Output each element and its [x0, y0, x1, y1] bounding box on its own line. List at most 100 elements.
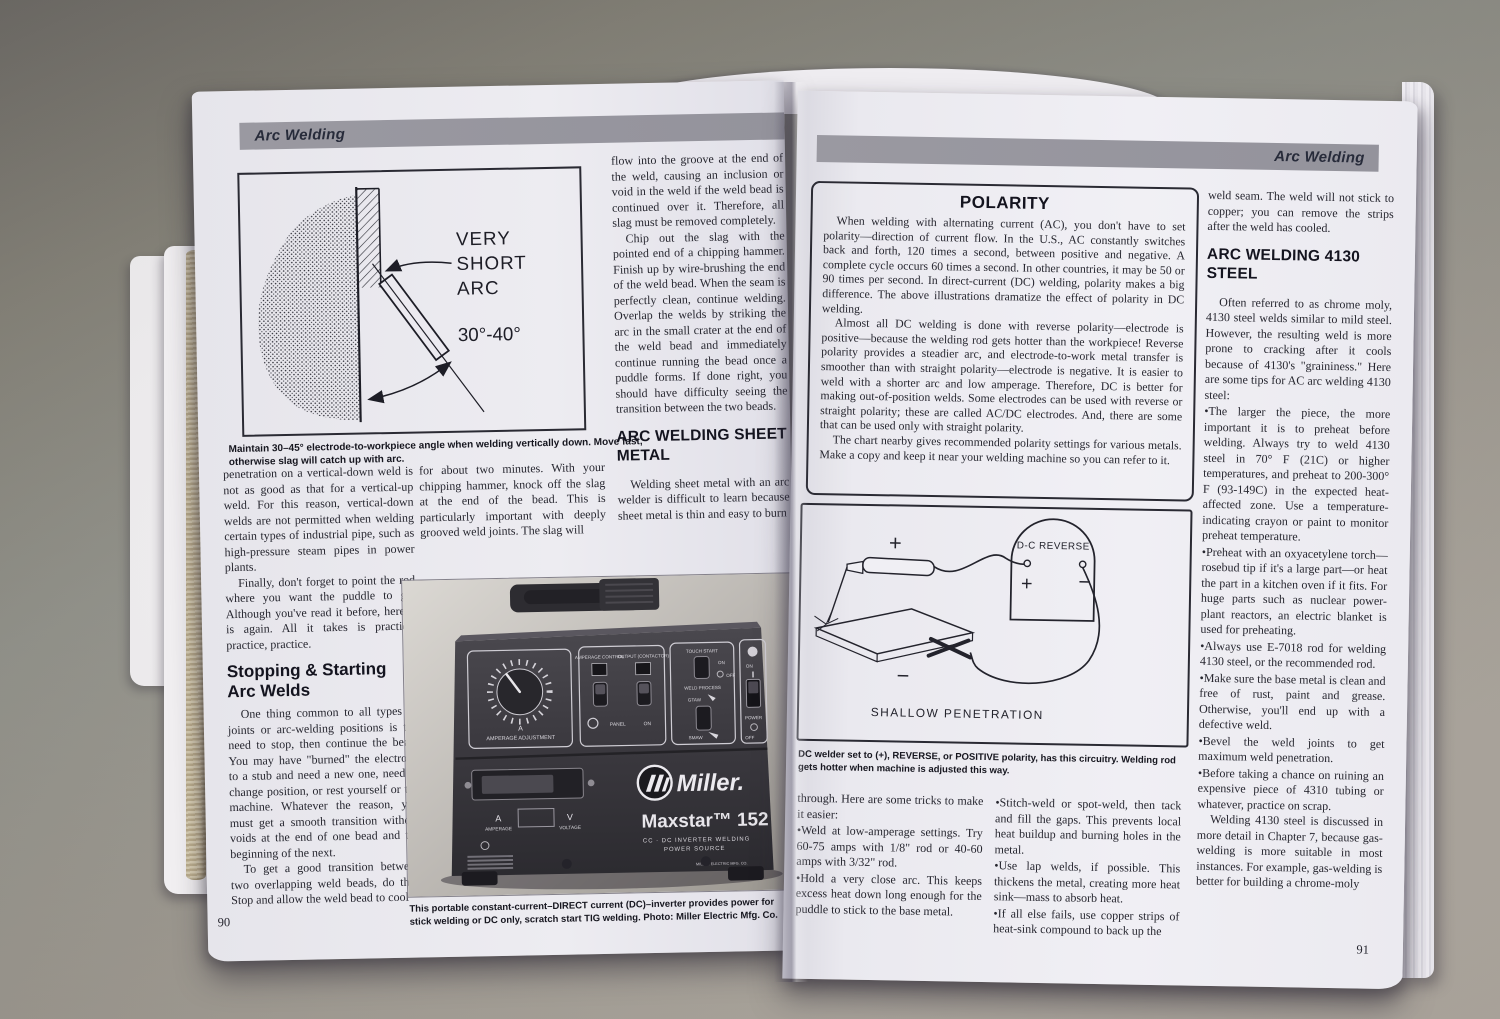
process-panel [669, 641, 736, 746]
angle-arc [367, 361, 452, 404]
power-label: POWER [745, 715, 763, 720]
workpiece-plate [813, 608, 976, 655]
top-vent [599, 577, 660, 611]
bullet-item: •Hold a very close arc. This keeps exces… [795, 870, 983, 918]
bullet-item: •Weld at low-amperage settings. Try 60-7… [796, 822, 983, 870]
rocker-top [595, 684, 606, 695]
arc-label-line3: ARC [457, 277, 500, 299]
vertical-down-welding-figure: VERY SHORT ARC 30°-40° [237, 166, 587, 437]
power-indicator [750, 723, 758, 731]
page-number: 91 [1356, 942, 1370, 957]
dc-reverse-circuit-figure: D-C REVERSE + − + − [796, 502, 1193, 748]
on-label: ON [718, 660, 725, 665]
machine-foot [461, 871, 498, 886]
control-icon [591, 662, 608, 676]
output-receptacle-icon [480, 841, 490, 851]
display-window [481, 774, 554, 794]
paragraph: When welding with alternating current (A… [821, 213, 1186, 316]
paragraph: Almost all DC welding is done with rever… [819, 315, 1184, 435]
weld-process-label: WELD PROCESS [684, 685, 721, 691]
paragraph: Chip out the slag with the pointed end o… [612, 227, 788, 416]
screw [464, 781, 472, 789]
paragraph: for about two minutes. With your chippin… [418, 459, 607, 540]
arc-label-line2: SHORT [456, 252, 527, 274]
paragraph: weld seam. The weld will not stick to co… [1207, 187, 1395, 235]
page-number: 90 [217, 915, 231, 930]
bullet-item: •If all else fails, use copper strips of… [993, 905, 1180, 939]
left-page: Arc Welding [191, 80, 801, 962]
machine-foot [727, 866, 764, 881]
tig-torch-icon [707, 694, 716, 702]
model-sub2: POWER SOURCE [664, 846, 726, 853]
amperage-meter-label: AMPERAGE [485, 826, 512, 833]
handle-grip [523, 588, 612, 605]
angle-label: 30°-40° [458, 323, 521, 345]
figure-caption: DC welder set to (+), REVERSE, or POSITI… [797, 748, 1176, 776]
amperage-adjustment-label: AMPERAGE ADJUSTMENT [486, 735, 556, 742]
stick-electrode-icon [708, 731, 719, 739]
right-column-1: through. Here are some tricks to make it… [795, 791, 983, 920]
paragraph: Often referred to as chrome moly, 4130 s… [1204, 294, 1393, 402]
right-column-3: weld seam. The weld will not stick to co… [1196, 188, 1394, 893]
manufacturer-line: MILLER ELECTRIC MFG. CO. [696, 861, 748, 866]
welder-machine-outline [1009, 518, 1096, 622]
amperage-panel [466, 648, 574, 749]
miller-logo-slashes [645, 774, 671, 792]
panel-dial-icon [587, 717, 599, 729]
bullet-item: •Stitch-weld or spot-weld, then tack and… [994, 795, 1182, 857]
screw [587, 779, 595, 787]
section-heading-arc-welding-sheet-metal: ARC WELDING SHEET METAL [616, 424, 788, 465]
ground-clamp [926, 636, 973, 660]
machine-top-edge [455, 621, 762, 642]
welder-photo: A AMPERAGE ADJUSTMENT AMPERAGE CONTROL O… [401, 572, 800, 898]
paragraph: To get a good transition between two ove… [230, 858, 422, 908]
touch-start-label: TOUCH START [686, 648, 718, 654]
plate-hatching [357, 188, 381, 288]
output-contactor-label: OUTPUT (CONTACTOR) [618, 653, 670, 659]
power-panel [738, 638, 768, 744]
electrode-cable [933, 554, 1025, 573]
panel-divider [455, 747, 768, 760]
paragraph: through. Here are some tricks to make it… [797, 790, 984, 821]
dial-needle [505, 672, 522, 694]
dc-reverse-diagram: D-C REVERSE + − + − [813, 518, 1101, 722]
paragraph: Finally, don't forget to point the rod w… [225, 572, 417, 652]
positive-terminal [1023, 559, 1032, 568]
weld-angle-diagram: VERY SHORT ARC 30°-40° [258, 186, 527, 423]
arc-label-line1: VERY [456, 227, 511, 249]
shallow-penetration-label: SHALLOW PENETRATION [871, 705, 1044, 722]
bullet-item: •Preheat with an oxyacetylene torch—rose… [1200, 544, 1388, 638]
front-screw [700, 856, 711, 867]
chapter-title: Arc Welding [1274, 147, 1365, 167]
control-icon [635, 662, 652, 676]
smaw-label: SMAW [689, 735, 704, 740]
left-column-1: penetration on a vertical-down weld is n… [223, 464, 421, 909]
off-indicator [716, 670, 724, 678]
paragraph: penetration on a vertical-down weld is n… [222, 463, 415, 575]
miller-maxstar-152-machine: A AMPERAGE ADJUSTMENT AMPERAGE CONTROL O… [402, 573, 798, 897]
electrode-centerline [372, 263, 485, 413]
plate-edge-line [378, 188, 382, 288]
bullet-item: •Use lap welds, if possible. This thicke… [993, 858, 1181, 906]
paragraph: Welding 4130 steel is discussed in more … [1195, 811, 1384, 891]
voltage-meter-label: VOLTAGE [559, 825, 581, 831]
paragraph: The chart nearby gives recommended polar… [819, 432, 1182, 467]
photo-caption: This portable constant-current–DIRECT cu… [409, 896, 778, 928]
left-column-3: flow into the groove at the end of the w… [611, 150, 790, 523]
process-switch [695, 705, 712, 731]
right-column-2: •Stitch-weld or spot-weld, then tack and… [993, 794, 1181, 940]
meter-select-box [517, 807, 555, 828]
amps-letter: A [518, 726, 523, 733]
control-panel [578, 644, 667, 747]
weld-bead-stipple [258, 194, 361, 421]
paragraph: Welding sheet metal with an arc welder i… [617, 473, 790, 523]
amps-letter: A [495, 813, 501, 823]
power-switch-top [748, 681, 759, 694]
left-column-2: for about two minutes. With your chippin… [419, 460, 606, 541]
vent-slots [605, 582, 654, 604]
amperage-control-label: AMPERAGE CONTROL [575, 654, 625, 660]
chapter-title: Arc Welding [254, 125, 346, 145]
gtaw-label: GTAW [688, 697, 702, 702]
dc-reverse-label: D-C REVERSE [1017, 540, 1090, 552]
